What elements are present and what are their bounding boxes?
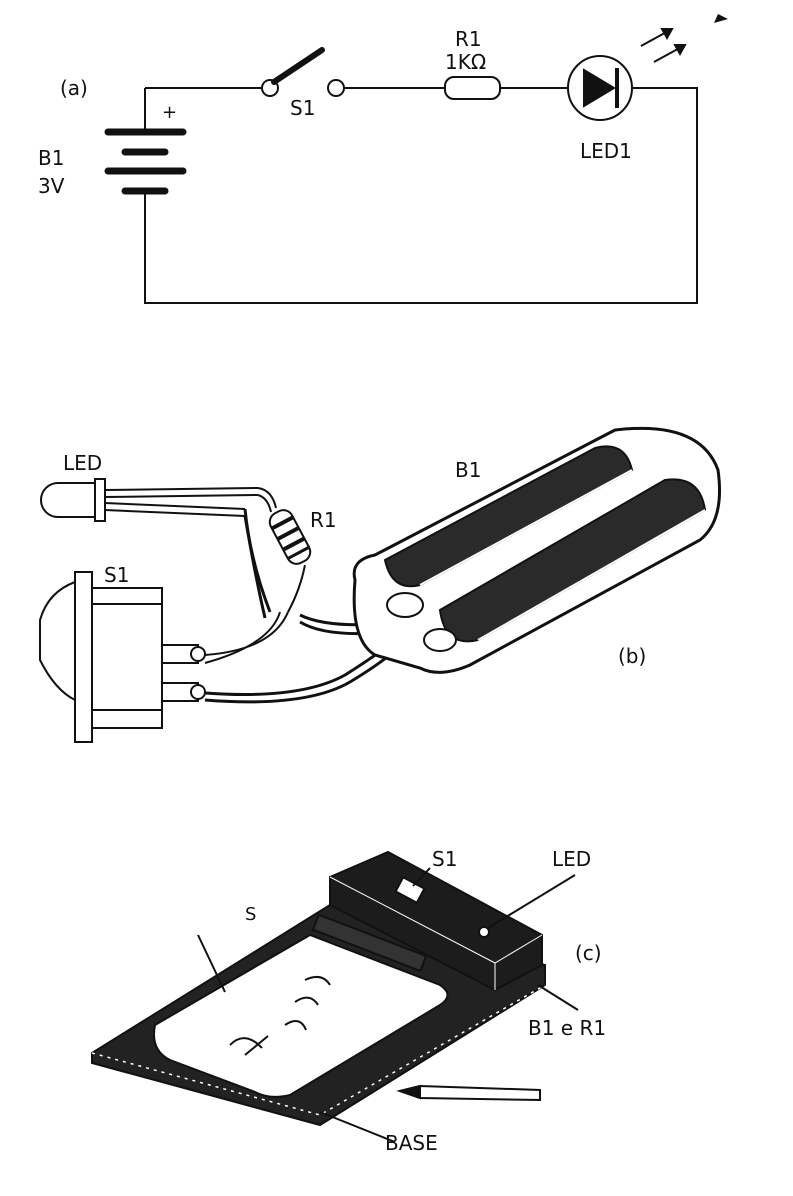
device-switch-label: S1 [432,847,457,871]
led-label: LED1 [580,139,632,163]
leader-led [487,874,576,929]
device-partial-label: S [245,904,256,925]
panel-b-tag: (b) [618,644,646,668]
control-box [329,850,543,992]
leader-sheet [197,934,226,993]
battery-polarity-plus: + [162,102,177,123]
battery-holder [352,426,722,674]
leader-b1r1 [537,984,579,1011]
resistor-value: 1KΩ [445,50,486,74]
paper-sheet [153,933,449,1098]
leader-s1 [412,867,431,887]
battery-symbol [104,128,187,195]
wiring-led-label: LED [63,451,102,475]
switch-component [39,571,206,743]
device-led-label: LED [552,847,591,871]
device-battery-resistor-label: B1 e R1 [528,1016,606,1040]
leader-base [319,1111,396,1143]
device-switch [394,875,426,905]
pencil [396,1084,541,1102]
switch-symbol [261,47,345,97]
resistor-component [268,509,312,565]
wire-led-right [144,87,698,304]
wiring-resistor-label: R1 [310,508,337,532]
wiring-battery-label: B1 [455,458,481,482]
battery-label: B1 [38,146,64,170]
wiring-switch-label: S1 [104,563,129,587]
schematic-panel [104,14,728,304]
resistor-symbol [444,76,501,100]
resistor-label: R1 [455,27,482,51]
led-component [40,478,259,522]
wiring-panel [39,426,722,743]
device-led [478,926,490,938]
switch-label: S1 [290,96,315,120]
panel-a-tag: (a) [60,76,88,100]
panel-c-tag: (c) [575,941,602,965]
device-base-label: BASE [385,1131,438,1155]
battery-voltage: 3V [38,174,65,198]
led-symbol [567,14,728,121]
device-panel [91,850,579,1143]
